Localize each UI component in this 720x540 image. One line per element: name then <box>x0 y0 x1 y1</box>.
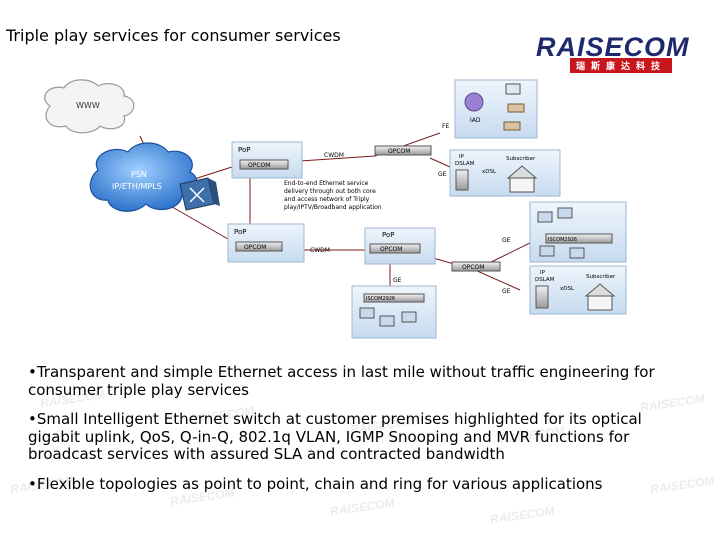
opcom-top-left-label: OPCOM <box>248 162 270 169</box>
iad-label: IAD <box>470 117 481 124</box>
note-text: End-to-end Ethernet service delivery thr… <box>284 180 382 211</box>
subscriber-top-label: Subscriber <box>506 156 536 162</box>
bullet-item: •Flexible topologies as point to point, … <box>28 474 603 493</box>
note-line3: and access network of Triply <box>284 196 370 203</box>
xdsl-top-label: xDSL <box>482 169 497 175</box>
fe-label: FE <box>442 123 449 130</box>
switch-box-bottom: ISCOM2926 <box>351 285 437 339</box>
pop-box-bottom-mid: PoP OPCOM <box>364 227 436 265</box>
cwdm-top-label: CWDM <box>324 152 344 159</box>
ip-dslam2-label-line2: DSLAM <box>535 277 555 283</box>
ge-right-label: GE <box>502 237 511 244</box>
switch-right-label: ISCOM2926 <box>548 237 577 243</box>
switch-bottom-label: ISCOM2926 <box>366 296 395 302</box>
watermark: RAISECOM <box>489 503 556 527</box>
ip-dslam-label-line2: DSLAM <box>455 161 475 167</box>
opcom-bottom-mid-label: OPCOM <box>380 246 402 253</box>
opcom-bottom-right: OPCOM <box>451 261 501 272</box>
ge-bottom-label: GE <box>393 277 402 284</box>
ip-dslam-label-line1: IP <box>459 154 465 160</box>
network-diagram: WWW PSN IP/ETH/MPLS PoP OPCOM CWDM OPCOM… <box>30 78 630 340</box>
psn-label-line2: IP/ETH/MPLS <box>112 182 162 191</box>
slide-title: Triple play services for consumer servic… <box>6 26 341 45</box>
core-router-icon <box>179 177 220 211</box>
switch-box-right: ISCOM2926 <box>529 201 627 263</box>
subscriber-bottom-label: Subscriber <box>586 274 616 280</box>
opcom-bottom-left-label: OPCOM <box>244 244 266 251</box>
ip-dslam2-label-line1: IP <box>540 270 546 276</box>
bullet-item: •Small Intelligent Ethernet switch at cu… <box>28 410 642 463</box>
opcom-top-right: OPCOM <box>374 145 432 156</box>
opcom-bottom-right-label: OPCOM <box>462 264 484 271</box>
raisecom-logo: RAISECOM 瑞斯康达科技 <box>536 32 700 73</box>
www-cloud: WWW <box>44 79 135 134</box>
pop-top-label: PoP <box>238 146 250 154</box>
psn-label-line1: PSN <box>131 170 147 179</box>
pop-box-top: PoP OPCOM <box>231 141 303 179</box>
bullet-list: •Transparent and simple Ethernet access … <box>28 363 698 505</box>
psn-cloud: PSN IP/ETH/MPLS <box>89 142 198 212</box>
ge-bottom-right-label: GE <box>502 288 511 295</box>
logo-sub-text: 瑞斯康达科技 <box>570 58 673 73</box>
dslam-box-bottom: IP DSLAM xDSL Subscriber <box>529 265 627 315</box>
network-diagram-svg: WWW PSN IP/ETH/MPLS PoP OPCOM CWDM OPCOM… <box>44 79 627 339</box>
bullet-item: •Transparent and simple Ethernet access … <box>28 363 655 399</box>
dslam-box-top: IP DSLAM xDSL Subscriber <box>449 149 561 197</box>
cwdm-bottom-label: CWDM <box>310 247 330 254</box>
note-line1: End-to-end Ethernet service <box>284 180 369 187</box>
opcom-top-right-label: OPCOM <box>388 148 410 155</box>
note-line2: delivery through out both core <box>284 188 376 195</box>
logo-brand-text: RAISECOM <box>536 32 690 62</box>
pop-bottom-mid-label: PoP <box>382 231 394 239</box>
xdsl-bottom-label: xDSL <box>560 286 575 292</box>
pop-box-bottom-left: PoP OPCOM <box>227 223 305 263</box>
ge-top-label: GE <box>438 171 447 178</box>
iad-box: IAD <box>454 79 538 139</box>
www-label: WWW <box>76 101 100 110</box>
note-line4: play/IPTV/Broadband application <box>284 204 382 211</box>
pop-bottom-left-label: PoP <box>234 228 246 236</box>
